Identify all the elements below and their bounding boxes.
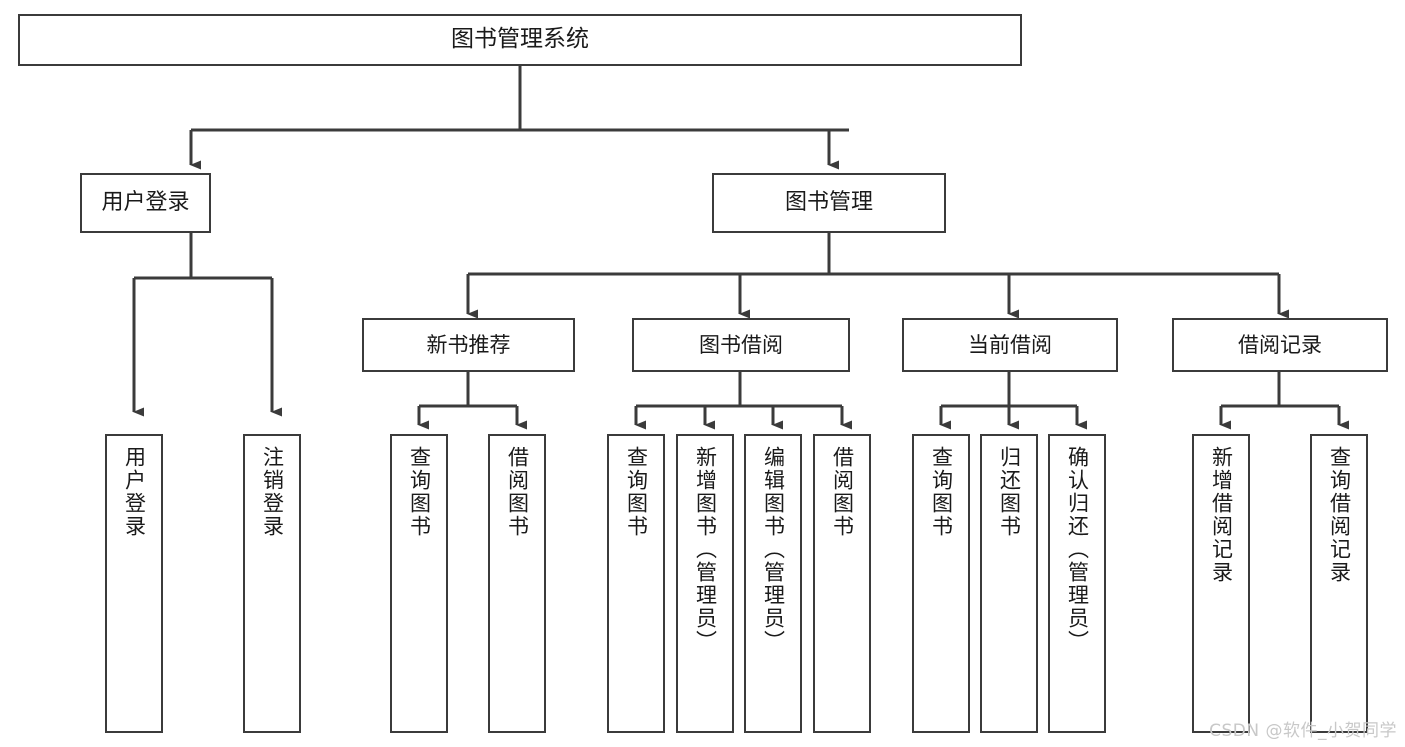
node-book-borrow-label: 图书借阅 xyxy=(699,332,783,357)
node-leaf-user-login-label: 用户登录 xyxy=(122,446,147,538)
node-leaf-borrow-book-2-label: 借阅图书 xyxy=(830,446,855,538)
node-borrow-record[interactable]: 借阅记录 xyxy=(1172,318,1388,372)
node-leaf-user-login[interactable]: 用户登录 xyxy=(105,434,163,733)
node-leaf-add-record-label: 新增借阅记录 xyxy=(1209,446,1234,584)
node-borrow-record-label: 借阅记录 xyxy=(1238,332,1322,357)
node-leaf-add-book-label: 新增图书（管理员） xyxy=(693,446,718,653)
node-leaf-return-book[interactable]: 归还图书 xyxy=(980,434,1038,733)
node-leaf-borrow-book-1[interactable]: 借阅图书 xyxy=(488,434,546,733)
node-leaf-borrow-book-1-label: 借阅图书 xyxy=(505,446,530,538)
watermark: CSDN @软件_小贺同学 xyxy=(1209,721,1397,741)
node-leaf-query-book-2[interactable]: 查询图书 xyxy=(607,434,665,733)
node-new-book-rec-label: 新书推荐 xyxy=(426,332,511,357)
node-book-manage-label: 图书管理 xyxy=(784,190,873,216)
node-leaf-return-book-label: 归还图书 xyxy=(997,446,1022,538)
node-root[interactable]: 图书管理系统 xyxy=(18,14,1022,66)
node-leaf-logout-label: 注销登录 xyxy=(260,446,285,538)
node-leaf-query-book-2-label: 查询图书 xyxy=(624,446,649,538)
node-leaf-query-book-3[interactable]: 查询图书 xyxy=(912,434,970,733)
node-current-borrow[interactable]: 当前借阅 xyxy=(902,318,1118,372)
node-leaf-query-book-3-label: 查询图书 xyxy=(929,446,954,538)
node-leaf-query-book-1-label: 查询图书 xyxy=(407,446,432,538)
node-user-login[interactable]: 用户登录 xyxy=(80,173,211,233)
node-new-book-rec[interactable]: 新书推荐 xyxy=(362,318,575,372)
node-leaf-confirm-return-label: 确认归还（管理员） xyxy=(1065,446,1090,653)
node-leaf-logout[interactable]: 注销登录 xyxy=(243,434,301,733)
node-root-label: 图书管理系统 xyxy=(451,26,589,53)
node-book-manage[interactable]: 图书管理 xyxy=(712,173,946,233)
node-user-login-label: 用户登录 xyxy=(101,190,190,216)
node-leaf-query-record[interactable]: 查询借阅记录 xyxy=(1310,434,1368,733)
node-leaf-borrow-book-2[interactable]: 借阅图书 xyxy=(813,434,871,733)
node-leaf-add-record[interactable]: 新增借阅记录 xyxy=(1192,434,1250,733)
node-leaf-edit-book-label: 编辑图书（管理员） xyxy=(761,446,786,653)
node-current-borrow-label: 当前借阅 xyxy=(968,332,1052,357)
node-leaf-edit-book[interactable]: 编辑图书（管理员） xyxy=(744,434,802,733)
node-leaf-query-book-1[interactable]: 查询图书 xyxy=(390,434,448,733)
node-leaf-confirm-return[interactable]: 确认归还（管理员） xyxy=(1048,434,1106,733)
node-leaf-add-book[interactable]: 新增图书（管理员） xyxy=(676,434,734,733)
node-book-borrow[interactable]: 图书借阅 xyxy=(632,318,850,372)
node-leaf-query-record-label: 查询借阅记录 xyxy=(1327,446,1352,584)
